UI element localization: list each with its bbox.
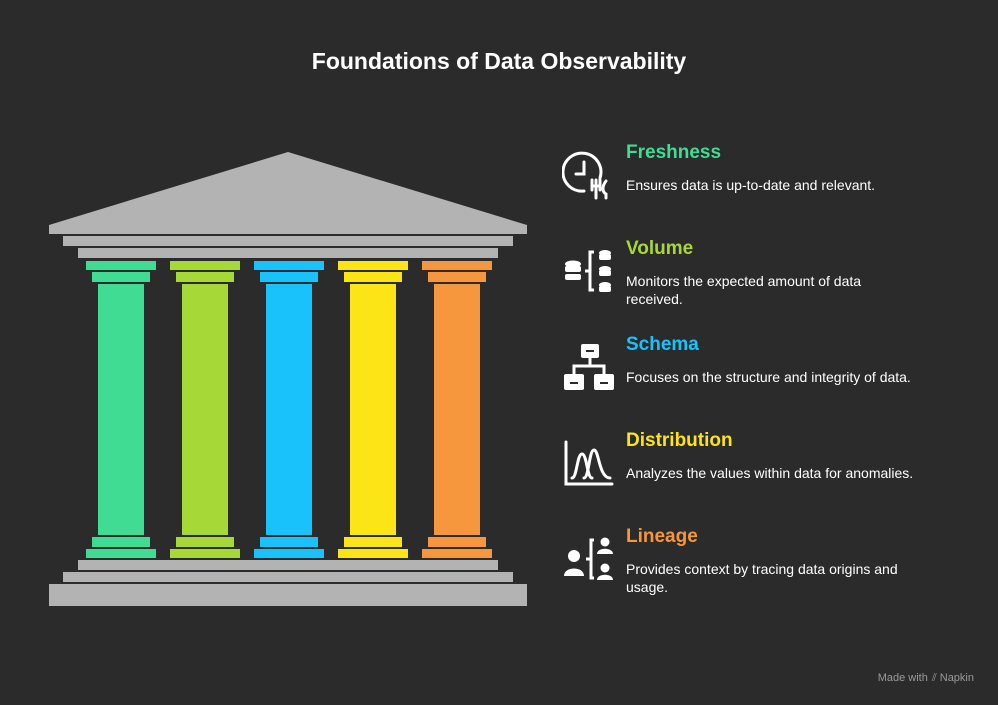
capital (428, 272, 486, 282)
plinth (86, 549, 156, 558)
pillar-item-freshness: Freshness Ensures data is up-to-date and… (562, 142, 922, 238)
capital-top (338, 261, 408, 270)
temple-roof-step-1 (63, 236, 513, 246)
pillar-description: Provides context by tracing data origins… (626, 561, 898, 595)
capital-top (422, 261, 492, 270)
napkin-watermark: Made with⫽Napkin (878, 672, 974, 685)
shaft (350, 284, 396, 535)
temple-illustration (49, 152, 527, 606)
pillar-description: Monitors the expected amount of data rec… (626, 273, 862, 307)
column-volume (170, 261, 240, 558)
base (260, 537, 318, 547)
temple-roof-step-2 (78, 248, 498, 258)
pillar-heading: Distribution (626, 430, 733, 451)
capital (344, 272, 402, 282)
shaft (266, 284, 312, 535)
napkin-logo-icon: ⫽ (931, 672, 937, 684)
plinth (170, 549, 240, 558)
capital-top (86, 261, 156, 270)
brand-label: Napkin (939, 672, 974, 684)
hierarchy-icon (564, 344, 614, 390)
column-freshness (86, 261, 156, 558)
temple-base-step-2 (63, 572, 513, 582)
diagram-title: Foundations of Data Observability (311, 48, 687, 74)
pillar-heading: Lineage (626, 526, 698, 547)
column-distribution (338, 261, 408, 558)
temple-base (49, 584, 527, 606)
clock-fork-icon (562, 151, 608, 200)
shaft (182, 284, 228, 535)
database-stack-icon (565, 250, 611, 292)
pillar-heading: Freshness (626, 142, 722, 163)
column-lineage (422, 261, 492, 558)
capital (92, 272, 150, 282)
pillar-item-lineage: Lineage Provides context by tracing data… (562, 526, 922, 622)
bell-curve-icon (564, 440, 614, 486)
shaft (98, 284, 144, 535)
pillar-item-schema: Schema Focuses on the structure and inte… (562, 334, 922, 430)
people-tree-icon (564, 537, 613, 580)
plinth (422, 549, 492, 558)
capital-top (170, 261, 240, 270)
base (344, 537, 402, 547)
plinth (254, 549, 324, 558)
pillar-heading: Volume (626, 238, 694, 259)
pillar-description: Focuses on the structure and integrity o… (626, 369, 911, 385)
temple-roof (49, 152, 527, 234)
pillar-description: Ensures data is up-to-date and relevant. (626, 177, 876, 193)
capital-top (254, 261, 324, 270)
column-schema (254, 261, 324, 558)
pillar-item-volume: Volume Monitors the expected amount of d… (562, 238, 922, 334)
made-with-label: Made with (877, 672, 928, 684)
capital (260, 272, 318, 282)
plinth (338, 549, 408, 558)
base (92, 537, 150, 547)
base (176, 537, 234, 547)
capital (176, 272, 234, 282)
shaft (434, 284, 480, 535)
temple-base-step-1 (78, 560, 498, 570)
pillar-heading: Schema (626, 334, 699, 355)
pillar-item-distribution: Distribution Analyzes the values within … (562, 430, 922, 526)
base (428, 537, 486, 547)
pillar-description: Analyzes the values within data for anom… (626, 465, 914, 481)
